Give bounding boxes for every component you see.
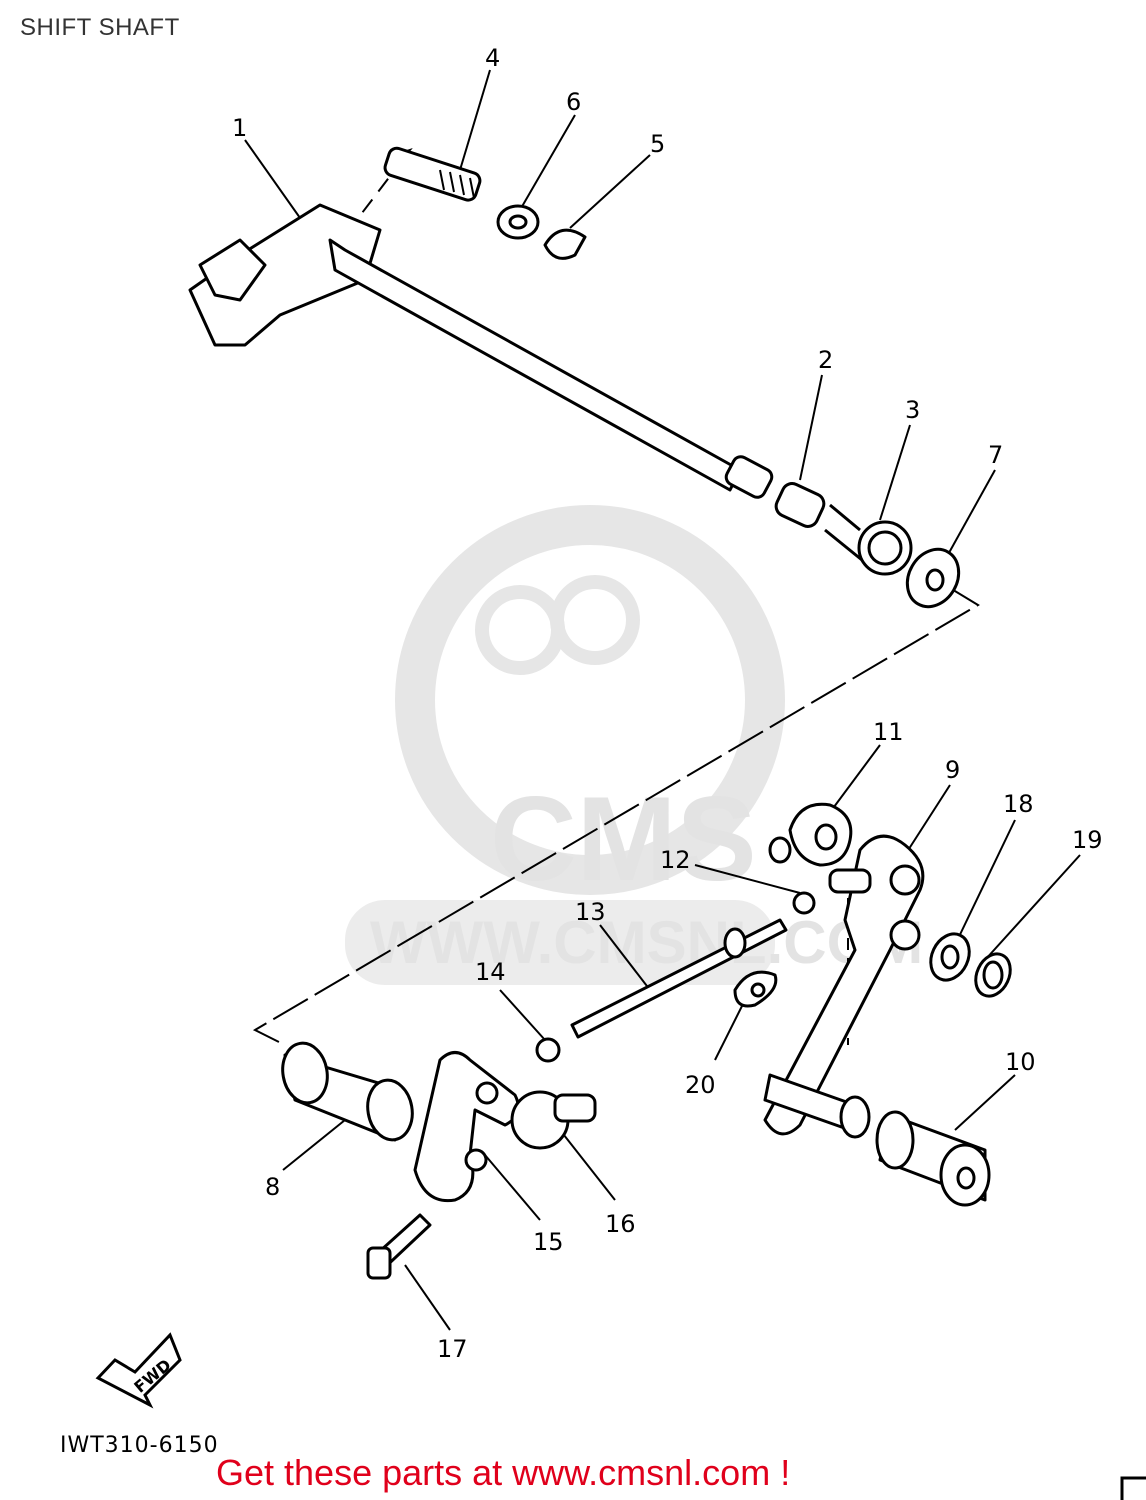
bushing <box>768 802 853 867</box>
lever-washer <box>929 932 971 982</box>
pedal-shaft <box>763 1073 871 1139</box>
part-label-15: 15 <box>533 1228 564 1256</box>
part-label-6: 6 <box>566 88 581 116</box>
part-label-5: 5 <box>650 130 665 158</box>
stud-bolt <box>383 146 482 202</box>
clip <box>733 970 778 1008</box>
pedal-rubber <box>875 1110 991 1207</box>
part-label-12: 12 <box>660 846 691 874</box>
ball-joint <box>510 1090 597 1150</box>
corner-mark <box>1120 1476 1146 1500</box>
part-label-16: 16 <box>605 1210 636 1238</box>
torsion-spring <box>824 503 913 576</box>
leader-lines <box>244 69 1081 1331</box>
nut <box>496 204 540 240</box>
watermark-logo-text: CMS <box>490 772 757 906</box>
watermark: CMS WWW.CMSNL.COM <box>345 505 923 985</box>
diagram-code: IWT310-6150 <box>60 1433 219 1458</box>
part-label-13: 13 <box>575 898 606 926</box>
part-label-18: 18 <box>1003 790 1034 818</box>
part-label-4: 4 <box>485 44 500 72</box>
circlip <box>974 952 1012 998</box>
shift-lever <box>763 834 925 1136</box>
part-label-17: 17 <box>437 1335 468 1363</box>
part-label-11: 11 <box>873 718 904 746</box>
page-title: SHIFT SHAFT <box>20 14 180 41</box>
part-labels: 1 4 6 5 2 3 7 11 9 18 19 12 13 14 20 10 … <box>232 44 1103 1363</box>
lock-washer <box>543 228 587 260</box>
part-label-9: 9 <box>945 756 960 784</box>
part-label-10: 10 <box>1005 1048 1036 1076</box>
part-label-7: 7 <box>988 441 1003 469</box>
hex-bolt <box>366 1213 432 1280</box>
part-label-19: 19 <box>1072 826 1103 854</box>
shift-shaft <box>188 203 774 499</box>
link-arm <box>413 1051 520 1203</box>
small-nut <box>792 891 816 915</box>
washer <box>905 547 961 609</box>
part-label-8: 8 <box>265 1173 280 1201</box>
stud-nut <box>535 1037 561 1063</box>
parts-art <box>188 146 1012 1280</box>
footer-promo-text: Get these parts at www.cmsnl.com ! <box>216 1452 791 1493</box>
part-label-20: 20 <box>685 1071 716 1099</box>
part-label-1: 1 <box>232 114 247 142</box>
watermark-url: WWW.CMSNL.COM <box>370 909 923 976</box>
long-stud <box>570 918 788 1039</box>
part-label-14: 14 <box>475 958 506 986</box>
forward-arrow-icon: FWD <box>95 1332 182 1409</box>
part-label-3: 3 <box>905 396 920 424</box>
part-label-2: 2 <box>818 346 833 374</box>
collar <box>774 482 826 528</box>
rod-cylinder <box>281 1041 414 1142</box>
